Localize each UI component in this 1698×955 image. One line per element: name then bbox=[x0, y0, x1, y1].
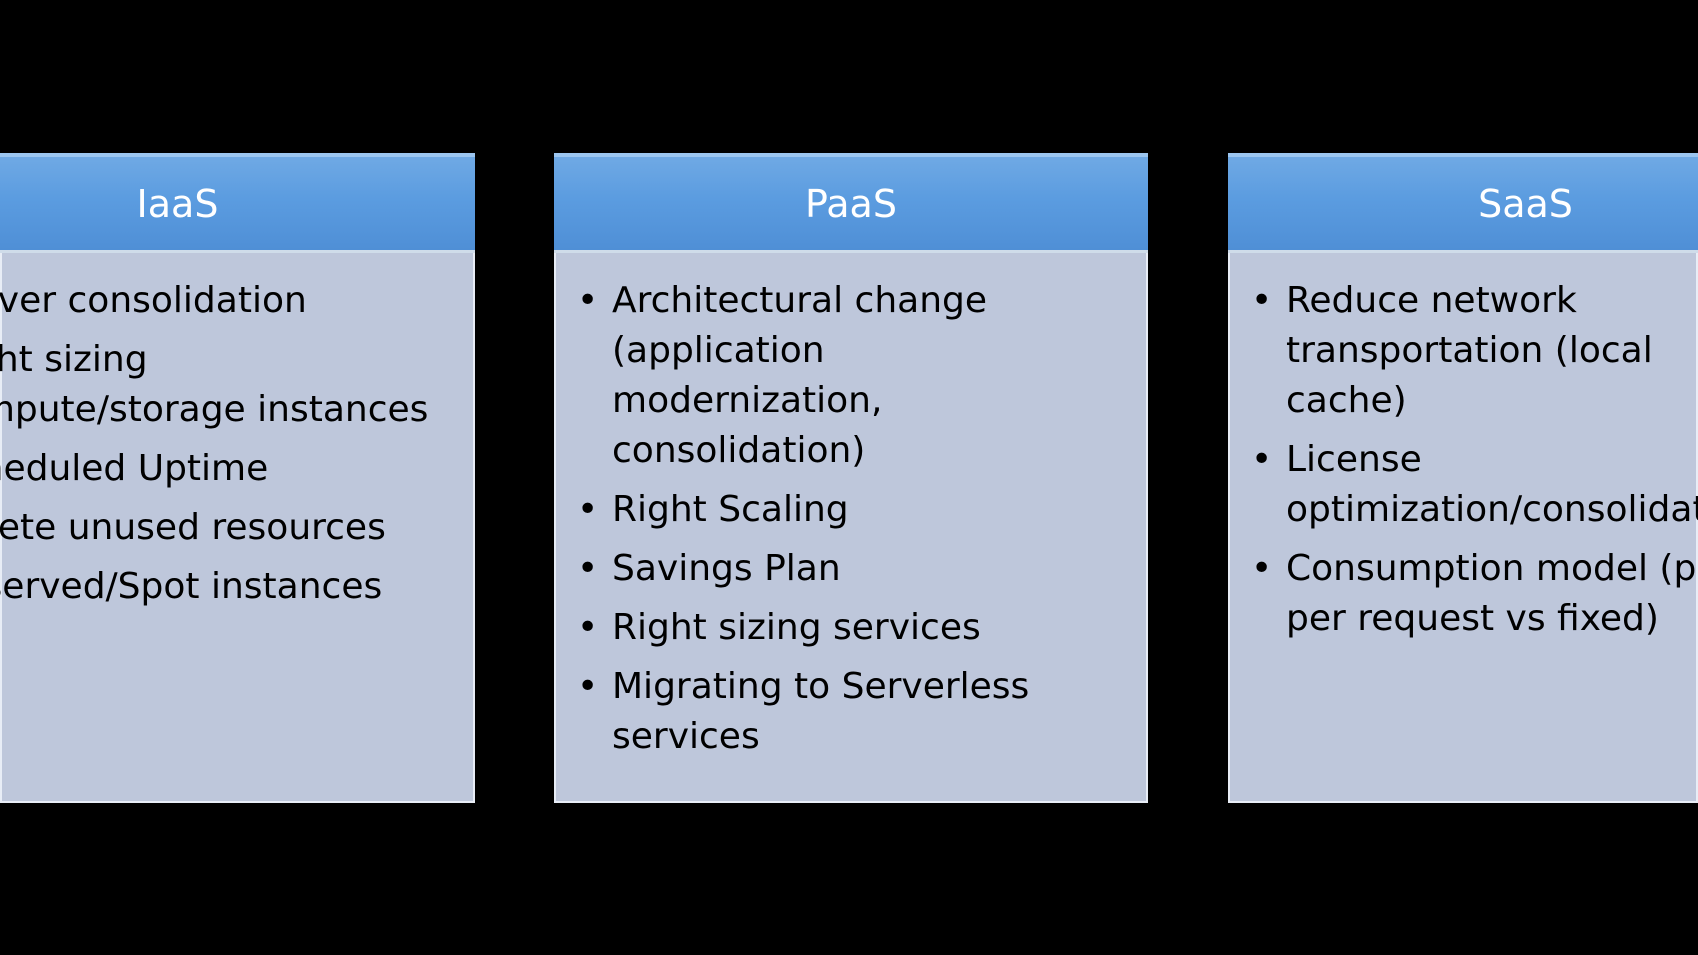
bullet-item: •Savings Plan bbox=[554, 544, 1114, 594]
bullet-icon: • bbox=[577, 280, 599, 321]
bullet-icon: • bbox=[1251, 280, 1273, 321]
bullet-icon: • bbox=[577, 607, 599, 648]
saas-card-header: SaaS bbox=[1228, 153, 1698, 253]
saas-card-title: SaaS bbox=[1478, 182, 1573, 226]
bullet-item: •Scheduled Uptime bbox=[0, 448, 269, 489]
bullet-item: •Server consolidation bbox=[0, 280, 307, 321]
bullet-item: •Delete unused resources bbox=[0, 507, 386, 548]
bullet-icon: • bbox=[1251, 439, 1273, 480]
paas-card-title: PaaS bbox=[805, 182, 897, 226]
iaas-card-header: IaaS bbox=[0, 153, 475, 253]
bullet-icon: • bbox=[577, 489, 599, 530]
paas-card-header: PaaS bbox=[554, 153, 1148, 253]
iaas-card-title: IaaS bbox=[136, 182, 219, 226]
bullet-icon: • bbox=[577, 548, 599, 589]
bullet-item: •Right sizing services bbox=[554, 603, 1114, 653]
iaas-bullet-list: •Server consolidation •Right sizingcompu… bbox=[0, 276, 465, 621]
iaas-card: IaaS •Server consolidation •Right sizing… bbox=[0, 153, 475, 803]
bullet-item: •Reserved/Spot instances bbox=[0, 566, 383, 607]
bullet-item: •Right sizingcompute/storage instances bbox=[0, 339, 429, 430]
bullet-icon: • bbox=[1251, 548, 1273, 589]
bullet-icon: • bbox=[577, 666, 599, 707]
bullet-item: •Right Scaling bbox=[554, 485, 1114, 535]
